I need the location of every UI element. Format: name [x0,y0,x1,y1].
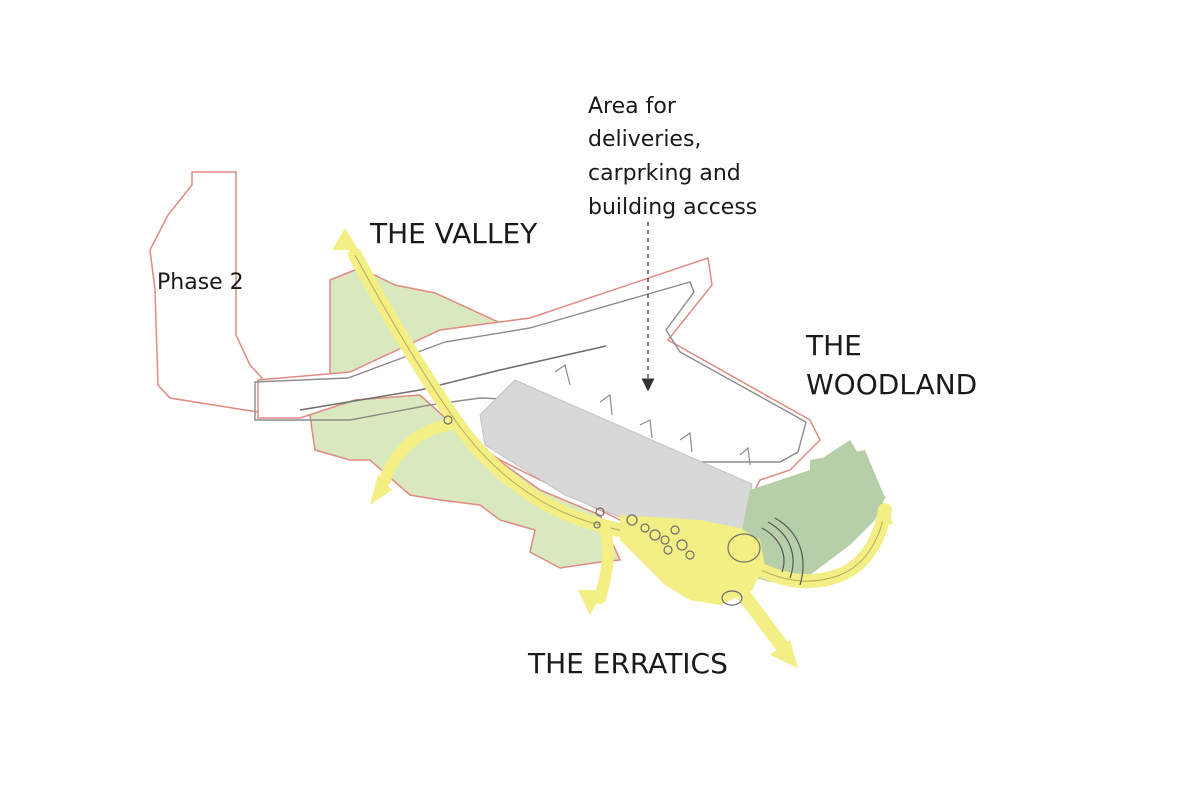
area-label-line1: Area for [588,94,677,119]
southeast-branch-path [733,583,792,657]
phase2-boundary [149,171,263,413]
southeast-arrow [770,640,798,668]
woodland-east-arrow [878,505,893,525]
erratics-label: THE ERRATICS [527,647,728,680]
erratic-boulders [443,415,761,606]
woodland-label-line2: WOODLAND [806,368,977,401]
circular-seating-feature [761,517,804,586]
west-arrow [370,475,392,505]
phase2-label: Phase 2 [157,270,244,295]
parking-bays-outline [554,364,751,466]
woodland-arrow [805,440,886,525]
south-branch-path [594,524,614,604]
erratics-plaza [620,515,765,605]
valley-north-arrow [332,228,358,250]
south-arrow [578,590,604,615]
area-label-line3: carprking and [588,161,741,186]
west-branch-path [379,419,454,486]
valley-label: THE VALLEY [369,217,538,250]
area-label-line2: deliveries, [588,127,701,152]
woodland-label-line1: THE [805,329,862,362]
area-label-line4: building access [588,195,757,220]
road-centre-line [299,345,607,411]
